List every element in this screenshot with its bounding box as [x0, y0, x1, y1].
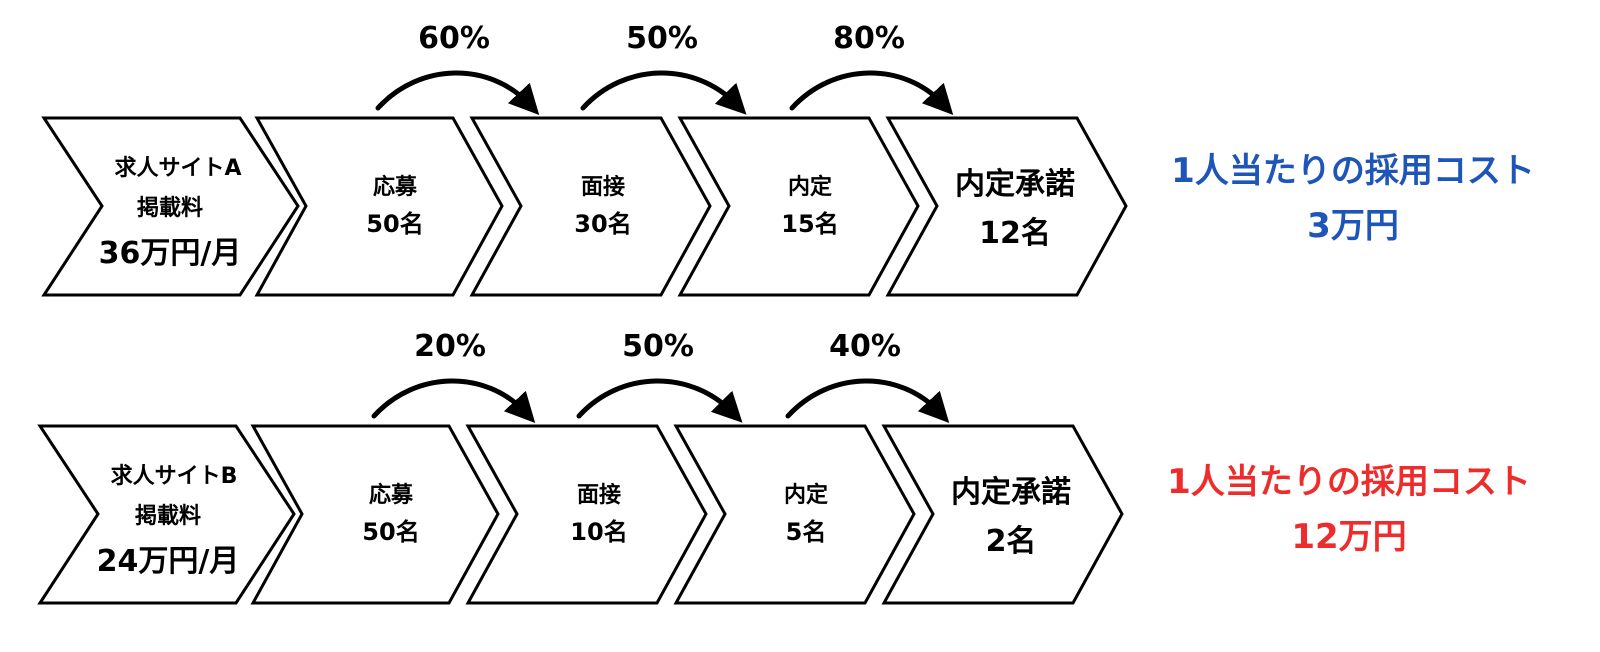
chevron-interview-b [465, 424, 708, 605]
stage-count-offer-accepted-a: 12名 [979, 216, 1051, 251]
stage-count-interview-b: 10名 [570, 518, 627, 546]
chevron-offer-accepted-a [885, 116, 1128, 297]
conversion-arrow-b-1 [371, 378, 536, 423]
conversion-rate-b-1: 20% [414, 329, 486, 364]
stage-count-offer-b: 5名 [786, 518, 827, 546]
cost-per-hire-value-a: 3万円 [1307, 206, 1399, 246]
stage-count-offer-a: 15名 [781, 210, 838, 238]
conversion-rate-a-1: 60% [418, 21, 490, 56]
stage-label-application-b: 応募 [369, 482, 414, 508]
conversion-rate-b-3: 40% [829, 329, 901, 364]
stage-count-offer-accepted-b: 2名 [986, 524, 1037, 559]
stage-count-application-b: 50名 [362, 518, 419, 546]
chevron-site-b [37, 424, 296, 605]
stage-label-interview-a: 面接 [581, 175, 625, 200]
stage-label-offer-accepted-a: 内定承諾 [955, 167, 1075, 202]
stage-label-offer-b: 内定 [784, 482, 828, 508]
funnel-row-b: 求人サイトB 掲載料 24万円/月 応募 50名 面接 10名 内定 5名 内定… [37, 329, 1531, 605]
conversion-rate-b-2: 50% [622, 329, 694, 364]
site-fee-value-a: 36万円/月 [99, 236, 242, 271]
chevron-offer-b [673, 424, 916, 605]
conversion-arrow-a-2 [580, 70, 747, 115]
conversion-arrow-b-3 [785, 378, 950, 423]
conversion-arrow-a-3 [789, 70, 954, 115]
conversion-rate-a-2: 50% [626, 21, 698, 56]
site-name-a: 求人サイトA [114, 156, 241, 181]
chevron-site-a [41, 116, 300, 297]
stage-label-offer-a: 内定 [788, 174, 832, 200]
chevron-application-b [250, 424, 500, 605]
site-fee-label-a: 掲載料 [137, 195, 203, 221]
funnel-row-a: 求人サイトA 掲載料 36万円/月 応募 50名 面接 30名 内定 15名 内… [41, 21, 1535, 297]
stage-count-interview-a: 30名 [574, 210, 631, 238]
site-fee-label-b: 掲載料 [135, 503, 201, 529]
chevron-application-a [254, 116, 504, 297]
chevron-offer-a [677, 116, 920, 297]
cost-per-hire-label-b: 1人当たりの採用コスト [1167, 462, 1531, 502]
conversion-arrow-a-1 [375, 70, 540, 115]
stage-label-application-a: 応募 [373, 174, 418, 200]
stage-count-application-a: 50名 [366, 210, 423, 238]
conversion-arrow-b-2 [576, 378, 743, 423]
cost-per-hire-label-a: 1人当たりの採用コスト [1171, 151, 1535, 191]
chevron-interview-a [469, 116, 712, 297]
stage-label-offer-accepted-b: 内定承諾 [951, 475, 1071, 510]
stage-label-interview-b: 面接 [577, 483, 621, 508]
site-fee-value-b: 24万円/月 [97, 544, 240, 579]
site-name-b: 求人サイトB [111, 464, 238, 489]
chevron-offer-accepted-b [881, 424, 1124, 605]
cost-per-hire-value-b: 12万円 [1291, 517, 1406, 557]
conversion-rate-a-3: 80% [833, 21, 905, 56]
